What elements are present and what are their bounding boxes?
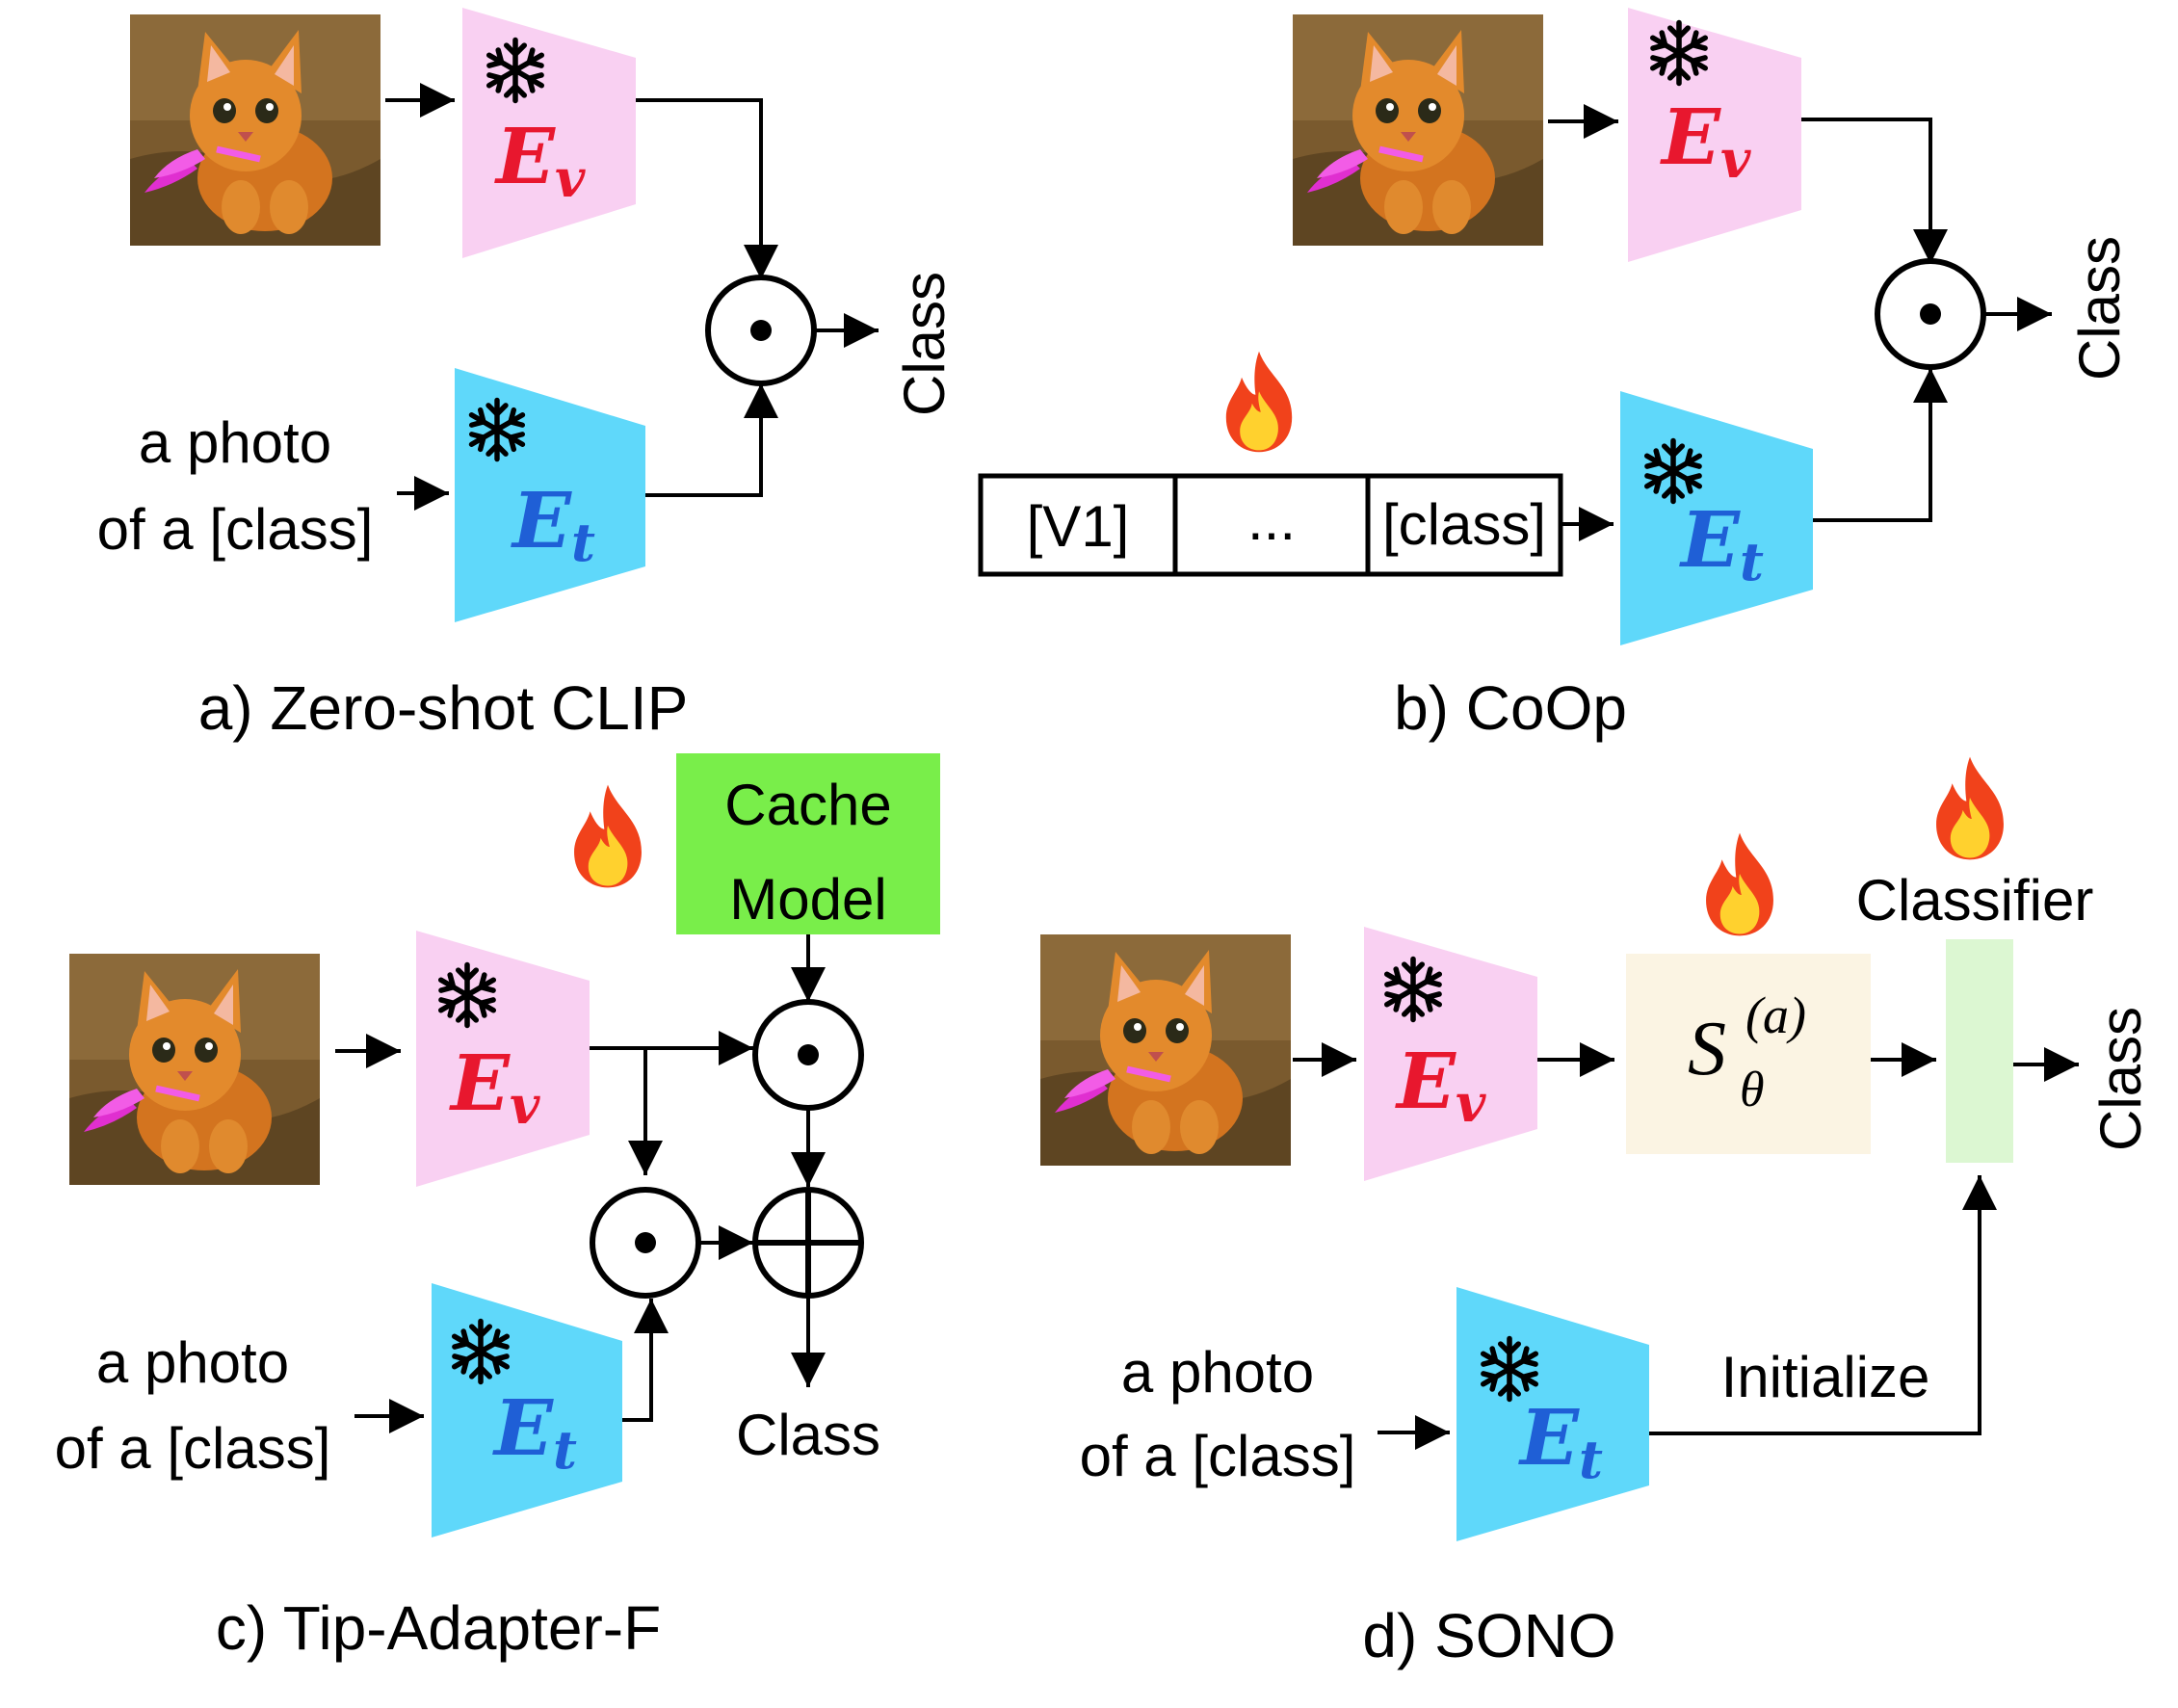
token-class [1365, 473, 1563, 577]
visual-encoder-label: Ev [449, 1038, 540, 1136]
cat-photo [69, 954, 320, 1185]
panel-c-output: Class [736, 1403, 880, 1467]
visual-encoder [462, 8, 636, 258]
panel-d-prompt-line2: of a [class] [1080, 1424, 1356, 1488]
text-encoder [1620, 391, 1813, 645]
fire-icon [1225, 351, 1293, 453]
panel-d-output: Class [2088, 1007, 2153, 1151]
panel-a-caption: a) Zero-shot CLIP [198, 673, 689, 743]
cache-model [676, 753, 940, 934]
arrow [1649, 1175, 1997, 1435]
classifier [1946, 939, 2013, 1163]
arrow [645, 383, 778, 497]
panel-c-caption: c) Tip-Adapter-F [216, 1593, 661, 1663]
panel-d-caption: d) SONO [1362, 1601, 1615, 1670]
fire-icon [1706, 832, 1773, 936]
cat-photo [130, 14, 380, 246]
sono-module-superscript: (a) [1745, 986, 1806, 1044]
panel-c-prompt-line2: of a [class] [55, 1416, 331, 1481]
visual-encoder-label: Ev [1660, 92, 1751, 190]
classifier-label: Classifier [1856, 868, 2094, 933]
panel-a-prompt-line1: a photo [139, 410, 331, 475]
text-encoder-label: Et [1518, 1392, 1603, 1490]
cat-photo [1040, 934, 1291, 1166]
token-ellipsis [1172, 473, 1371, 577]
panel-a-prompt-line2: of a [class] [97, 497, 374, 562]
panel-d-prompt-line1: a photo [1121, 1340, 1314, 1405]
arrow [636, 98, 778, 279]
cache-model-line2: Model [729, 867, 886, 932]
panel-a-output: Class [892, 272, 957, 416]
panel-tip-adapter-f: Cache Model Ev Class Et a photo of a [cl… [55, 753, 940, 1663]
panel-b-output: Class [2067, 236, 2132, 381]
fire-icon [1936, 756, 2004, 860]
sono-module-label: S [1688, 1007, 1726, 1091]
initialize-label: Initialize [1721, 1345, 1930, 1409]
panel-sono: Classifier Ev S θ (a) Class Et Initializ… [1040, 756, 2153, 1670]
panel-zero-shot-clip: Ev Class Et a photo of a [class] a) Zero… [97, 8, 957, 743]
arrow [1813, 368, 1948, 522]
token-ellipsis-label: ... [1247, 487, 1296, 552]
panel-coop: Ev Class [V1] ... [class] Et b) CoOp [978, 8, 2132, 743]
sono-module [1626, 954, 1871, 1154]
visual-encoder [416, 931, 590, 1187]
visual-encoder-label: Ev [494, 111, 586, 209]
token-v1 [978, 473, 1178, 577]
panel-c-prompt-line1: a photo [96, 1330, 289, 1395]
text-encoder-label: Et [1679, 494, 1764, 592]
arrow [1801, 118, 1948, 264]
token-v1-label: [V1] [1027, 494, 1130, 559]
panel-b-caption: b) CoOp [1394, 673, 1627, 743]
visual-encoder [1628, 8, 1801, 262]
arrow [622, 1299, 669, 1422]
sono-module-subscript: θ [1740, 1063, 1765, 1117]
cache-model-line1: Cache [724, 773, 891, 837]
fire-icon [574, 784, 642, 888]
visual-encoder-label: Ev [1395, 1036, 1486, 1134]
token-class-label: [class] [1382, 492, 1546, 557]
text-encoder-label: Et [492, 1382, 577, 1481]
cat-photo [1293, 14, 1543, 246]
text-encoder-label: Et [511, 475, 595, 573]
